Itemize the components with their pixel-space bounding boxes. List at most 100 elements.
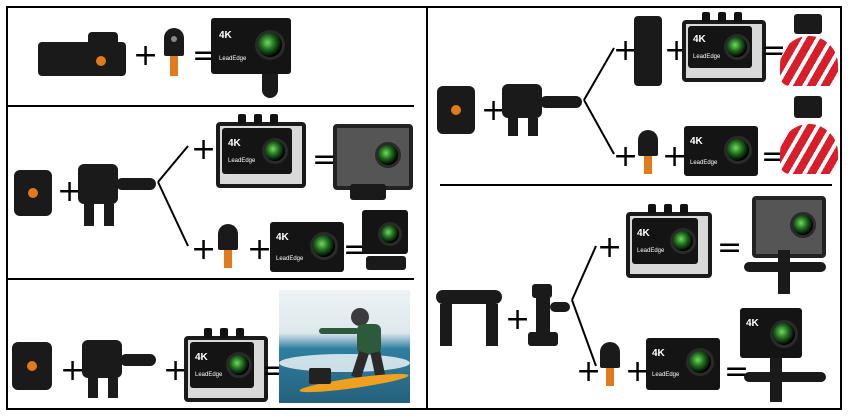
waterproof-housing: 4K LeadEdge — [216, 114, 306, 188]
plus-sign: + — [133, 38, 159, 73]
buckle-body — [82, 340, 122, 378]
action-camera: 4K LeadEdge — [684, 126, 758, 176]
clamp-leg-left — [440, 304, 452, 346]
helmet-camera — [794, 14, 822, 34]
action-camera: 4K LeadEdge — [270, 222, 344, 272]
housing-knob — [254, 114, 262, 124]
bike-helmet — [780, 36, 838, 86]
handlebar — [744, 372, 826, 382]
plus-sign: + — [191, 232, 217, 267]
buckle-prong-right — [104, 204, 114, 226]
head-strap — [634, 16, 662, 86]
buckle-thumbscrew — [116, 178, 156, 190]
mount-screw-hole — [451, 105, 461, 115]
equals-sign: = — [724, 354, 750, 389]
action-camera: 4K LeadEdge — [211, 18, 291, 74]
buckle-body — [78, 164, 118, 204]
housing-knob — [648, 204, 656, 214]
adapter-head — [218, 224, 238, 250]
section-divider-right-1 — [440, 184, 832, 186]
camera-brand: LeadEdge — [276, 256, 304, 262]
quick-release-buckle — [82, 336, 158, 402]
mount-screw-hole — [96, 56, 106, 66]
camera-4k-label: 4K — [228, 138, 241, 149]
mount-screw-hole — [28, 188, 38, 198]
clamp-leg-right — [486, 304, 498, 346]
helmet-with-camera — [780, 96, 840, 176]
buckle-prong-left — [88, 378, 98, 398]
buckle-prong-left — [508, 118, 518, 136]
flat-adhesive-mount — [38, 32, 126, 76]
mounted-camera-result: 4K — [740, 308, 802, 358]
housing-knob — [734, 12, 742, 22]
mount-screw-hole — [27, 361, 37, 371]
mounted-housing-result — [333, 124, 413, 190]
screw-adapter — [636, 130, 660, 176]
buckle-thumbscrew — [120, 354, 156, 366]
pivot-arm-screw — [550, 302, 570, 312]
camera-lens — [375, 142, 401, 168]
housing-knob — [220, 328, 228, 338]
housing-knob — [204, 328, 212, 338]
plus-sign: + — [597, 230, 623, 265]
plus-sign: + — [662, 139, 688, 174]
action-camera: 4K LeadEdge — [646, 338, 720, 390]
plus-sign: + — [576, 354, 602, 389]
surfer-torso — [357, 324, 381, 354]
adapter-screw — [224, 250, 232, 268]
camera-4k-label: 4K — [690, 136, 703, 147]
housing-knob — [680, 204, 688, 214]
housing-knob — [718, 12, 726, 22]
camera-lens — [686, 348, 714, 376]
camera-4k-label: 4K — [652, 348, 665, 359]
camera-lens — [262, 138, 288, 164]
camera-4k-label: 4K — [637, 228, 650, 239]
curved-adhesive-mount — [437, 86, 475, 134]
result-mount-base — [366, 256, 406, 270]
plus-sign: + — [613, 33, 639, 68]
camera-lens — [378, 222, 402, 246]
camera-brand: LeadEdge — [637, 248, 665, 254]
plus-sign: + — [191, 132, 217, 167]
mounted-camera-result — [362, 210, 408, 254]
result-clamp — [770, 358, 782, 402]
section-divider-left-2 — [6, 278, 414, 280]
camera-brand: LeadEdge — [195, 372, 223, 378]
camera-brand: LeadEdge — [228, 158, 256, 164]
surfer-head — [351, 308, 369, 326]
pivot-arm-mount — [524, 284, 572, 350]
plus-sign: + — [625, 354, 651, 389]
pivot-arm-base — [528, 332, 558, 346]
camera-4k-label: 4K — [746, 318, 759, 329]
camera-brand: LeadEdge — [652, 372, 680, 378]
waterproof-housing: 4K LeadEdge — [184, 328, 268, 402]
plus-sign: + — [613, 139, 639, 174]
housed-camera: 4K LeadEdge — [190, 342, 254, 388]
camera-mount-foot — [262, 74, 278, 98]
housed-camera: 4K LeadEdge — [222, 128, 292, 174]
screw-adapter — [160, 28, 188, 78]
housing-knob — [236, 328, 244, 338]
mounted-housing-result — [752, 196, 826, 258]
curved-adhesive-mount — [14, 170, 52, 216]
plus-sign: + — [57, 174, 83, 209]
camera-brand: LeadEdge — [219, 56, 247, 62]
buckle-prong-right — [108, 378, 118, 398]
pivot-arm-body — [536, 298, 550, 332]
camera-4k-label: 4K — [693, 34, 706, 45]
screw-adapter — [216, 224, 240, 270]
column-divider — [426, 6, 428, 410]
plus-sign: + — [481, 93, 507, 128]
handlebar-clamp — [436, 290, 502, 352]
clamp-top — [436, 290, 502, 304]
adapter-head — [600, 342, 620, 368]
housed-camera: 4K LeadEdge — [632, 218, 698, 264]
helmet-camera — [794, 96, 822, 118]
camera-4k-label: 4K — [276, 232, 289, 243]
quick-release-buckle — [78, 160, 158, 230]
equals-sign: = — [312, 142, 338, 177]
waterproof-housing: 4K LeadEdge — [626, 204, 712, 278]
camera-lens — [670, 228, 696, 254]
helmet-with-camera — [780, 14, 840, 88]
quick-release-buckle — [502, 82, 584, 140]
